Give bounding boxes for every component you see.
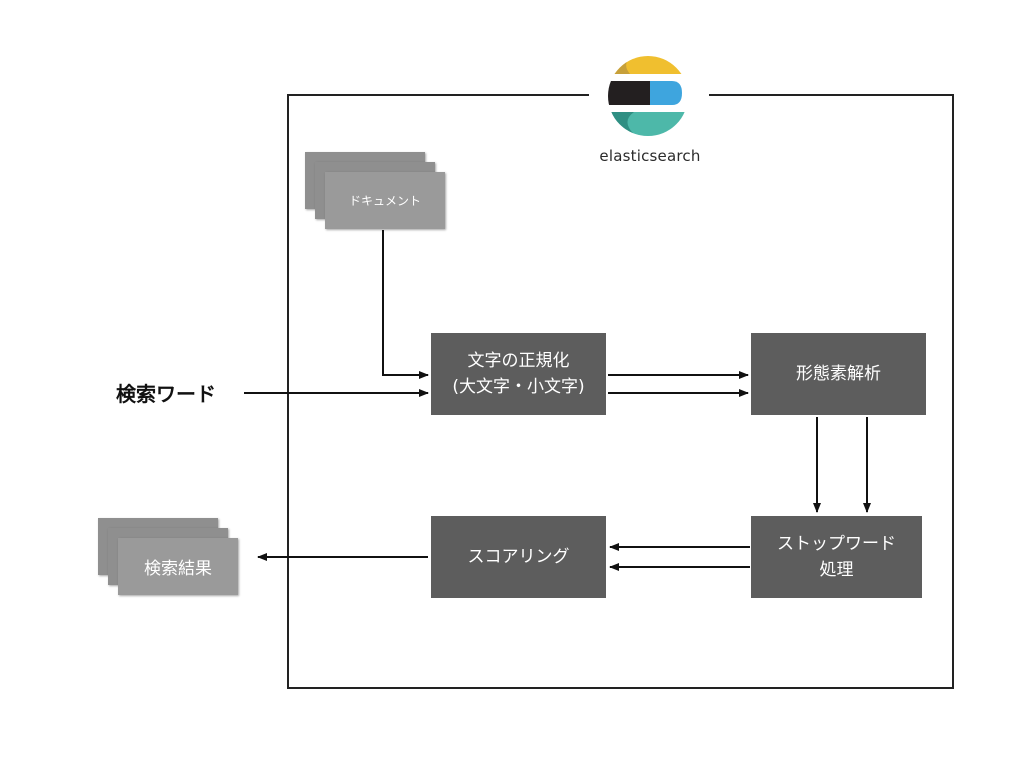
normalize-step: 文字の正規化 (大文字・小文字) [431, 333, 606, 415]
results-card: 検索結果 [118, 538, 238, 595]
document-card: ドキュメント [325, 172, 445, 229]
stopword-step-title: ストップワード [777, 534, 896, 554]
stopword-step: ストップワード 処理 [751, 516, 922, 598]
document-label: ドキュメント [348, 194, 421, 208]
elasticsearch-wordmark: elasticsearch [599, 147, 701, 165]
arrow-document-to-normalize [382, 230, 429, 379]
scoring-label: スコアリング [467, 547, 570, 567]
scoring-step: スコアリング [431, 516, 606, 598]
normalize-step-title: 文字の正規化 [467, 351, 570, 371]
query-label: 検索ワード [116, 382, 216, 406]
stopword-step-subtitle: 処理 [819, 560, 854, 580]
elasticsearch-logo-icon [608, 56, 686, 136]
morph-analysis-label: 形態素解析 [796, 364, 881, 384]
normalize-step-subtitle: (大文字・小文字) [452, 377, 585, 397]
morph-analysis-step: 形態素解析 [751, 333, 926, 415]
results-label: 検索結果 [144, 559, 212, 579]
